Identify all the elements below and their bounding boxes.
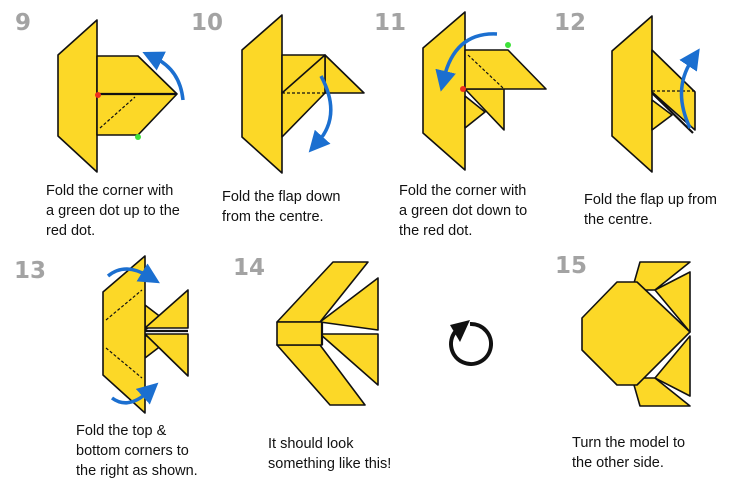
step-number: 9	[15, 10, 32, 36]
green-dot	[135, 134, 141, 140]
step-11-diagram	[422, 11, 547, 171]
fold-arrow-icon	[308, 75, 333, 153]
step-number: 10	[191, 10, 224, 36]
step-14-diagram	[276, 261, 379, 406]
red-dot	[95, 92, 101, 98]
step-number: 11	[374, 10, 407, 36]
fold-arrow-icon	[679, 48, 700, 129]
step-number: 13	[14, 258, 47, 284]
fold-arrow-icon	[110, 382, 159, 405]
step-number: 12	[554, 10, 587, 36]
fold-arrow-icon	[106, 263, 160, 284]
turn-over-icon	[449, 320, 494, 366]
fold-arrow-icon	[142, 51, 185, 101]
step-12-diagram	[611, 15, 700, 173]
step-number: 14	[233, 255, 266, 281]
step-9-diagram	[57, 19, 185, 173]
step-number: 15	[555, 253, 588, 279]
step-15-diagram	[581, 261, 691, 407]
fold-arrow-icon	[435, 32, 498, 92]
step-10-diagram	[241, 14, 365, 174]
green-dot	[505, 42, 511, 48]
step-13-diagram	[102, 255, 189, 414]
red-dot	[460, 86, 466, 92]
